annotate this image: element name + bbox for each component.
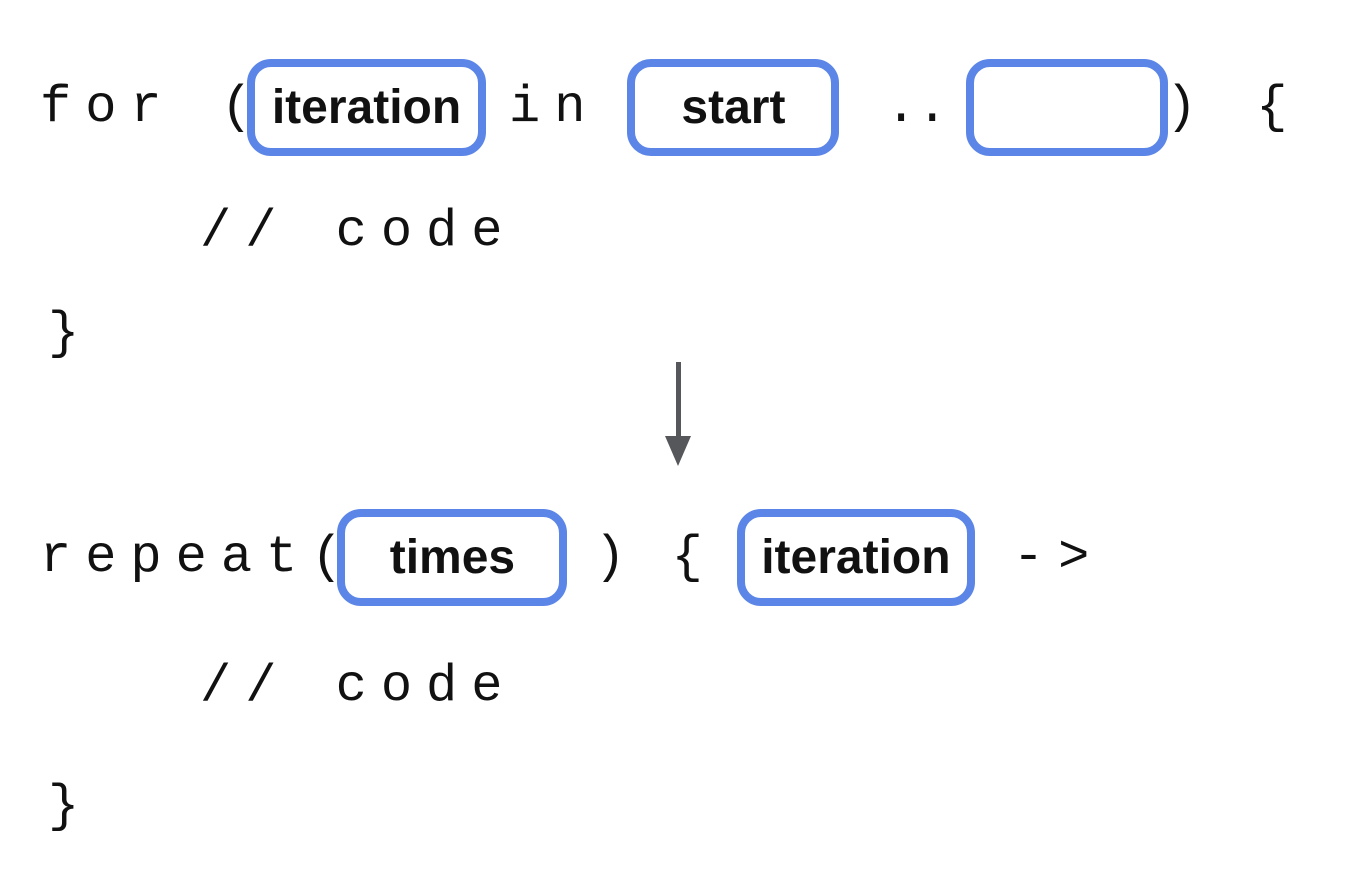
iteration-pill-2-label: iteration [761,531,951,584]
for-closing-brace: } [48,304,94,363]
for-body-comment: // code [200,202,517,261]
end-pill [965,59,1168,156]
for-loop-header-line: for ( iteration in start .. ) { [40,59,1302,156]
lambda-arrow-operator: -> [1012,527,1104,587]
repeat-header-line: repeat( times ) { iteration -> [40,509,1103,606]
repeat-body-comment: // code [200,657,517,716]
for-keyword: for ( [40,77,267,137]
start-pill-label: start [681,81,786,134]
down-arrow-head [665,436,691,466]
repeat-close-paren: ) [594,527,640,587]
repeat-closing-brace: } [48,777,94,836]
iteration-pill-2: iteration [736,509,975,606]
down-arrow-stem [675,362,681,436]
in-keyword: in [509,77,600,137]
down-arrow-icon [665,362,691,466]
for-close-paren-open-brace: ) { [1165,77,1302,137]
start-pill: start [627,59,840,156]
iteration-pill: iteration [247,59,487,156]
repeat-open-brace: { [671,527,717,587]
repeat-keyword: repeat( [40,527,357,587]
times-pill-label: times [389,531,516,584]
times-pill: times [337,509,568,606]
range-operator: .. [885,77,948,137]
iteration-pill-label: iteration [271,81,462,134]
